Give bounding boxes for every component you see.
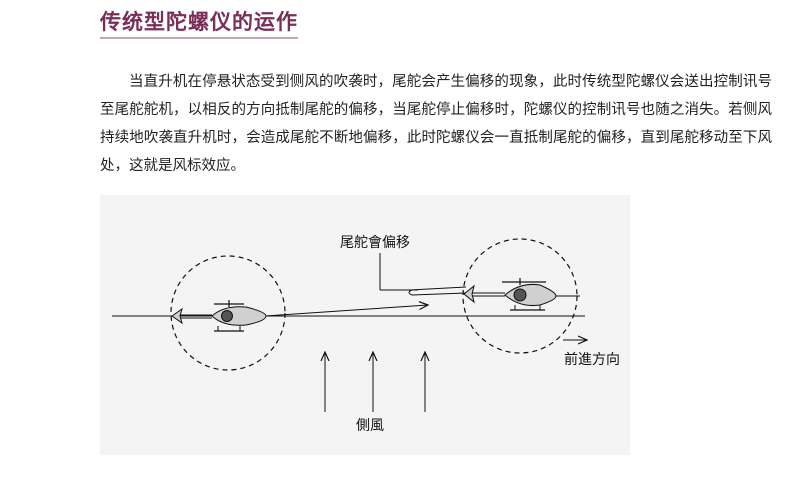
label-tail-offset: 尾舵會偏移 — [340, 235, 410, 251]
drift-path-line — [264, 305, 428, 317]
tail-offset-indicator — [379, 253, 467, 296]
helicopter-icon-left — [171, 300, 267, 332]
diagram-background — [100, 195, 630, 455]
label-forward-direction: 前進方向 — [564, 351, 620, 368]
rotor-disc-left — [170, 255, 286, 371]
description-paragraph: 当直升机在停悬状态受到侧风的吹袭时，尾舵会产生偏移的现象，此时传统型陀螺仪会送出… — [100, 74, 772, 174]
page-title: 传统型陀螺仪的运作 — [100, 6, 298, 39]
helicopter-icon-right — [463, 278, 580, 311]
label-crosswind: 側風 — [356, 418, 384, 434]
